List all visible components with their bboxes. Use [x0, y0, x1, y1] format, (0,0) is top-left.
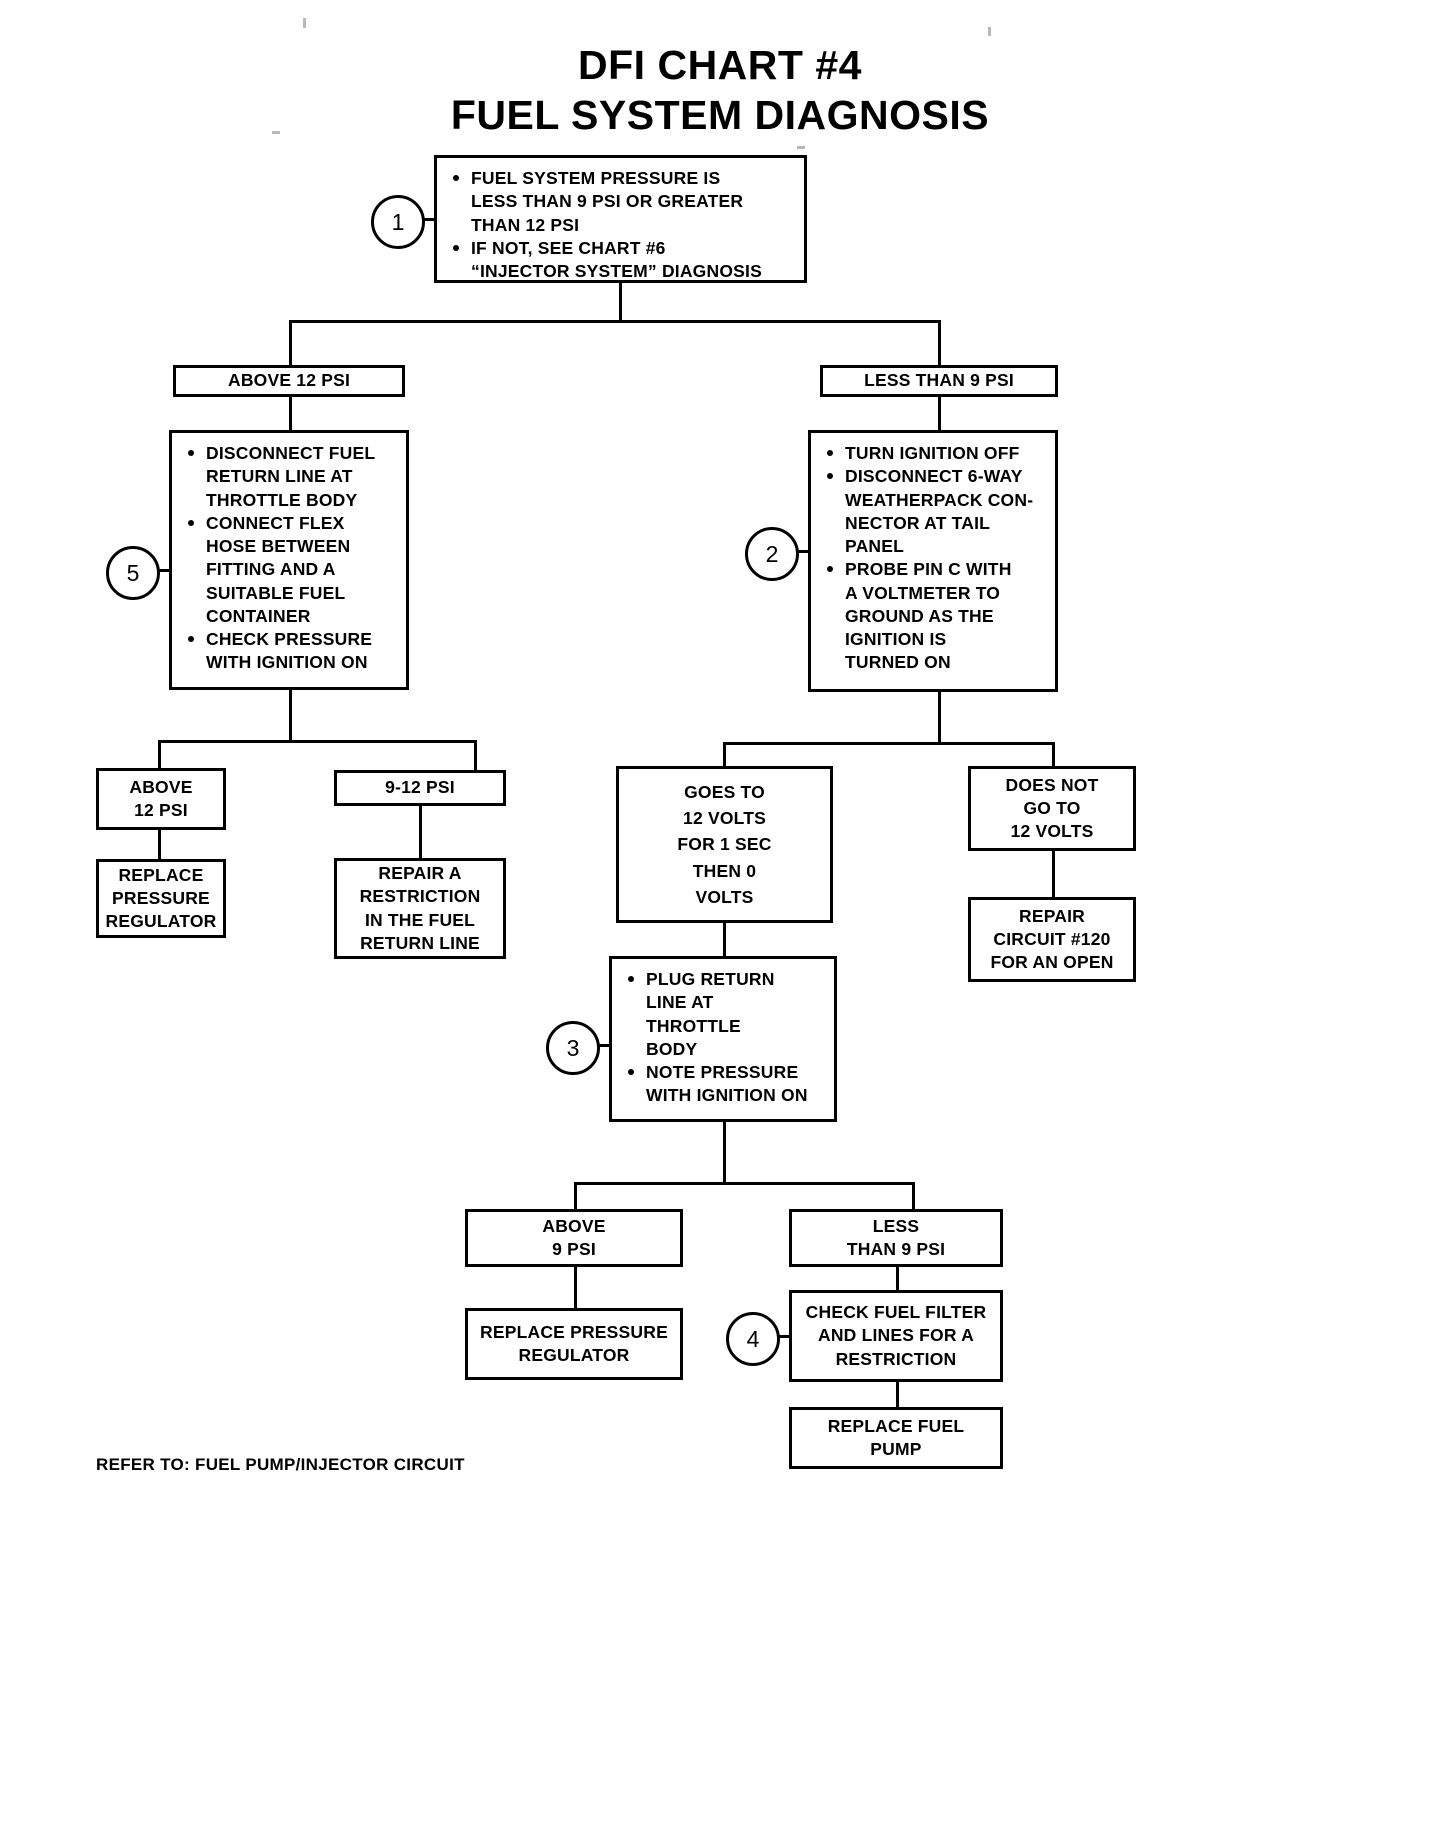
node-above-12-psi-label: ABOVE 12 PSI — [227, 370, 351, 391]
node-repair-circuit-120-label: REPAIR CIRCUIT #120 FOR AN OPEN — [990, 905, 1114, 973]
node-does-not-go-to-12-volts-label: DOES NOT GO TO 12 VOLTS — [1005, 774, 1099, 842]
step-3-connector-stub — [593, 1044, 611, 1047]
node-9-to-12-psi-label: 9-12 PSI — [385, 777, 455, 798]
node-above-12-psi: ABOVE 12 PSI — [173, 365, 405, 397]
edge-start-to-less9 — [938, 320, 941, 375]
node-repair-restriction-label: REPAIR A RESTRICTION IN THE FUEL RETURN … — [359, 862, 481, 953]
scan-speck — [988, 27, 991, 36]
step3-bullet-1: NOTE PRESSURE WITH IGNITION ON — [624, 1061, 828, 1108]
node-step3-instructions: PLUG RETURN LINE AT THROTTLE BODY NOTE P… — [609, 956, 837, 1122]
node-replace-pressure-regulator-left: REPLACE PRESSURE REGULATOR — [96, 859, 226, 938]
node-replace-pressure-regulator-bottom: REPLACE PRESSURE REGULATOR — [465, 1308, 683, 1380]
node-start-condition: FUEL SYSTEM PRESSURE IS LESS THAN 9 PSI … — [434, 155, 807, 283]
node-less-than-9-psi: LESS THAN 9 PSI — [820, 365, 1058, 397]
edge-less9-to-check-filter — [896, 1266, 899, 1292]
node-goes-to-12-volts: GOES TO 12 VOLTS FOR 1 SEC THEN 0 VOLTS — [616, 766, 833, 923]
step2-bullet-2: PROBE PIN C WITH A VOLTMETER TO GROUND A… — [823, 558, 1049, 674]
edge-to-9-12psi — [474, 740, 477, 770]
edge-step5-down — [289, 690, 292, 742]
node-step5-instructions: DISCONNECT FUEL RETURN LINE AT THROTTLE … — [169, 430, 409, 690]
step5-bullet-1: CONNECT FLEX HOSE BETWEEN FITTING AND A … — [184, 512, 400, 628]
node-replace-pressure-regulator-left-label: REPLACE PRESSURE REGULATOR — [105, 864, 217, 932]
step3-bullet-list: PLUG RETURN LINE AT THROTTLE BODY NOTE P… — [612, 959, 834, 1115]
edge-start-to-above12 — [289, 320, 292, 375]
node-above-12-psi-result-label: ABOVE 12 PSI — [129, 776, 193, 820]
step3-bullet-0: PLUG RETURN LINE AT THROTTLE BODY — [624, 968, 828, 1061]
node-less-than-9-psi-label: LESS THAN 9 PSI — [864, 370, 1014, 391]
step-marker-5: 5 — [106, 546, 160, 600]
node-repair-restriction: REPAIR A RESTRICTION IN THE FUEL RETURN … — [334, 858, 506, 959]
edge-less9-to-step2 — [938, 396, 941, 432]
scan-speck — [272, 131, 280, 134]
step-marker-2: 2 — [745, 527, 799, 581]
edge-goes12v-to-step3 — [723, 922, 726, 958]
edge-to-does-not-go-12v — [1052, 742, 1055, 768]
edge-above12-to-step5 — [289, 396, 292, 432]
start-bullet-1: IF NOT, SEE CHART #6 “INJECTOR SYSTEM” D… — [449, 237, 798, 284]
edge-start-down — [619, 283, 622, 323]
edge-step2-down — [938, 691, 941, 744]
step2-bullet-1: DISCONNECT 6-WAY WEATHERPACK CON- NECTOR… — [823, 465, 1049, 558]
edge-above9-to-replace-reg — [574, 1266, 577, 1310]
scan-speck — [303, 18, 306, 28]
node-above-9-psi-label: ABOVE 9 PSI — [542, 1215, 606, 1259]
node-replace-fuel-pump: REPLACE FUEL PUMP — [789, 1407, 1003, 1469]
edge-to-above12-small — [158, 740, 161, 770]
step-4-connector-stub — [773, 1335, 791, 1338]
step2-bullet-list: TURN IGNITION OFF DISCONNECT 6-WAY WEATH… — [811, 433, 1055, 682]
start-bullet-list: FUEL SYSTEM PRESSURE IS LESS THAN 9 PSI … — [437, 158, 804, 290]
node-replace-pressure-regulator-bottom-label: REPLACE PRESSURE REGULATOR — [480, 1321, 668, 1365]
step-5-connector-stub — [153, 569, 171, 572]
edge-above12small-to-replace — [158, 829, 161, 861]
step2-bullet-0: TURN IGNITION OFF — [823, 442, 1049, 465]
edge-to-goes-12v — [723, 742, 726, 768]
node-check-fuel-filter: CHECK FUEL FILTER AND LINES FOR A RESTRI… — [789, 1290, 1003, 1382]
edge-to-above-9psi — [574, 1182, 577, 1211]
step5-bullet-list: DISCONNECT FUEL RETURN LINE AT THROTTLE … — [172, 433, 406, 682]
node-does-not-go-to-12-volts: DOES NOT GO TO 12 VOLTS — [968, 766, 1136, 851]
step-marker-3: 3 — [546, 1021, 600, 1075]
edge-start-split-bar — [289, 320, 941, 323]
edge-912-to-repair — [419, 805, 422, 860]
node-9-to-12-psi: 9-12 PSI — [334, 770, 506, 806]
step5-bullet-2: CHECK PRESSURE WITH IGNITION ON — [184, 628, 400, 675]
edge-step2-split-bar — [723, 742, 1055, 745]
node-less-than-9-psi-result-label: LESS THAN 9 PSI — [846, 1215, 946, 1259]
edge-step5-split-bar — [158, 740, 477, 743]
node-replace-fuel-pump-label: REPLACE FUEL PUMP — [827, 1415, 965, 1459]
node-check-fuel-filter-label: CHECK FUEL FILTER AND LINES FOR A RESTRI… — [805, 1302, 987, 1369]
edge-checkfilter-to-replace-pump — [896, 1381, 899, 1409]
step-2-connector-stub — [792, 550, 810, 553]
page-title-line1: DFI CHART #4 — [578, 42, 862, 88]
edge-to-less-than-9psi — [912, 1182, 915, 1211]
edge-doesnotgo-to-repair-circuit — [1052, 850, 1055, 899]
scan-speck — [797, 146, 805, 149]
node-step2-instructions: TURN IGNITION OFF DISCONNECT 6-WAY WEATH… — [808, 430, 1058, 692]
node-above-12-psi-result: ABOVE 12 PSI — [96, 768, 226, 830]
node-above-9-psi: ABOVE 9 PSI — [465, 1209, 683, 1267]
footer-reference: REFER TO: FUEL PUMP/INJECTOR CIRCUIT — [96, 1455, 465, 1474]
step5-bullet-0: DISCONNECT FUEL RETURN LINE AT THROTTLE … — [184, 442, 400, 512]
start-bullet-0: FUEL SYSTEM PRESSURE IS LESS THAN 9 PSI … — [449, 167, 798, 237]
node-goes-to-12-volts-label: GOES TO 12 VOLTS FOR 1 SEC THEN 0 VOLTS — [677, 781, 772, 907]
edge-step3-split-bar — [574, 1182, 915, 1185]
step-marker-1: 1 — [371, 195, 425, 249]
page-title-line2: FUEL SYSTEM DIAGNOSIS — [450, 92, 990, 138]
step-1-connector-stub — [418, 218, 436, 221]
step-marker-4: 4 — [726, 1312, 780, 1366]
edge-step3-down — [723, 1121, 726, 1184]
node-less-than-9-psi-result: LESS THAN 9 PSI — [789, 1209, 1003, 1267]
node-repair-circuit-120: REPAIR CIRCUIT #120 FOR AN OPEN — [968, 897, 1136, 982]
